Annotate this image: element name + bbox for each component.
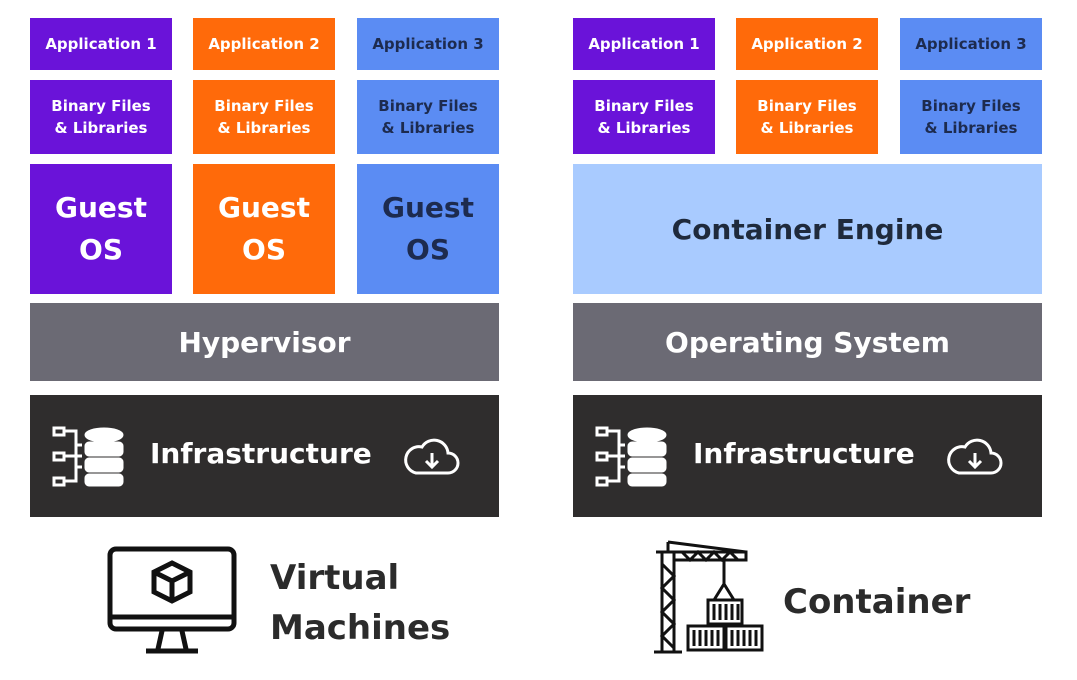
container-binary-libraries-1: Binary Files & Libraries — [573, 80, 715, 154]
container-application-3: Application 3 — [900, 18, 1042, 70]
container-infrastructure-layer: Infrastructure — [573, 395, 1042, 517]
vm-guest-os-1: Guest OS — [30, 164, 172, 294]
container-infrastructure-label: Infrastructure — [693, 437, 915, 470]
container-application-1: Application 1 — [573, 18, 715, 70]
container-engine-layer: Container Engine — [573, 164, 1042, 294]
vm-infrastructure-layer: Infrastructure — [30, 395, 499, 517]
monitor-cube-icon — [106, 545, 238, 661]
container-binary-libraries-3: Binary Files & Libraries — [900, 80, 1042, 154]
hypervisor-layer: Hypervisor — [30, 303, 499, 381]
vm-binary-libraries-3: Binary Files & Libraries — [357, 80, 499, 154]
vm-application-3: Application 3 — [357, 18, 499, 70]
vm-infrastructure-label: Infrastructure — [150, 437, 372, 470]
vm-application-2: Application 2 — [193, 18, 335, 70]
vm-binary-libraries-2: Binary Files & Libraries — [193, 80, 335, 154]
vm-guest-os-2: Guest OS — [193, 164, 335, 294]
cloud-download-icon — [945, 435, 1003, 481]
vm-guest-os-3: Guest OS — [357, 164, 499, 294]
vm-binary-libraries-1: Binary Files & Libraries — [30, 80, 172, 154]
container-binary-libraries-2: Binary Files & Libraries — [736, 80, 878, 154]
operating-system-layer: Operating System — [573, 303, 1042, 381]
container-caption: Container — [783, 582, 971, 622]
server-stack-icon — [50, 425, 130, 493]
server-stack-icon — [593, 425, 673, 493]
container-application-2: Application 2 — [736, 18, 878, 70]
vm-application-1: Application 1 — [30, 18, 172, 70]
crane-container-icon — [652, 540, 768, 660]
vm-caption: Virtual Machines — [270, 558, 451, 648]
cloud-download-icon — [402, 435, 460, 481]
